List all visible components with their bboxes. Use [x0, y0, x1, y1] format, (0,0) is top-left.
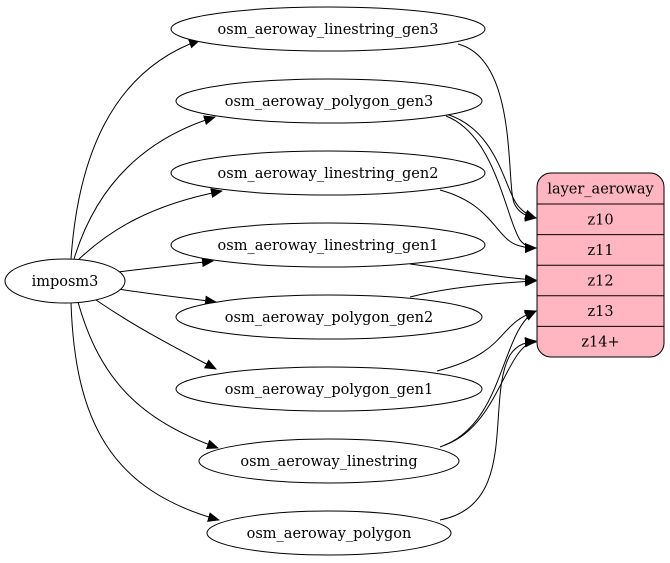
layer-record-title: layer_aeroway — [547, 182, 654, 198]
table-node-polygon_gen1: osm_aeroway_polygon_gen1 — [175, 366, 483, 412]
edge-imposm3-to-linestring — [77, 301, 219, 449]
edges-from-source — [70, 38, 223, 522]
table-node-ellipse — [206, 510, 452, 556]
edge-polygon_gen2-to-z12 — [409, 276, 537, 298]
edge-imposm3-to-polygon — [70, 302, 220, 522]
edge-linestring-to-z13 — [439, 310, 537, 448]
table-node-label: osm_aeroway_polygon_gen1 — [225, 382, 433, 398]
layer-zoom-z11: z11 — [587, 243, 613, 259]
table-node-polygon: osm_aeroway_polygon — [206, 510, 452, 556]
table-node-label: osm_aeroway_linestring_gen1 — [218, 238, 439, 254]
table-node-linestring: osm_aeroway_linestring — [198, 438, 460, 484]
edges-to-layer — [409, 43, 537, 521]
table-node-polygon_gen3: osm_aeroway_polygon_gen3 — [175, 78, 483, 124]
table-node-ellipse — [175, 366, 483, 412]
source-node-imposm3: imposm3 — [4, 258, 126, 304]
edge-polygon-to-z14plus — [439, 337, 537, 521]
table-node-ellipse — [170, 222, 486, 268]
table-node-ellipse — [170, 6, 486, 52]
edge-polygon_gen3-to-z10 — [445, 113, 537, 220]
layer-zoom-z12: z12 — [587, 274, 613, 290]
layer-zoom-z13: z13 — [587, 304, 613, 320]
table-node-label: osm_aeroway_polygon — [247, 526, 412, 542]
table-node-label: osm_aeroway_linestring — [240, 454, 417, 470]
edge-imposm3-to-linestring_gen1 — [117, 257, 214, 273]
source-node-ellipse — [4, 258, 126, 304]
table-node-polygon_gen2: osm_aeroway_polygon_gen2 — [175, 294, 483, 340]
edge-imposm3-to-polygon_gen2 — [117, 288, 217, 306]
table-node-label: osm_aeroway_linestring_gen3 — [218, 22, 439, 38]
edge-linestring_gen2-to-z11 — [439, 189, 537, 253]
edge-imposm3-to-polygon_gen1 — [95, 299, 217, 370]
edge-imposm3-to-linestring_gen3 — [70, 38, 201, 260]
table-node-linestring_gen3: osm_aeroway_linestring_gen3 — [170, 6, 486, 52]
table-node-ellipse — [175, 294, 483, 340]
layer-zoom-z10: z10 — [587, 212, 613, 228]
layer-zoom-z14plus: z14+ — [581, 335, 619, 351]
table-node-ellipse — [175, 78, 483, 124]
edge-linestring_gen3-to-z10 — [457, 43, 537, 222]
edge-linestring_gen1-to-z12 — [409, 263, 537, 285]
edge-imposm3-to-linestring_gen2 — [77, 188, 223, 261]
table-node-label: osm_aeroway_polygon_gen3 — [225, 94, 433, 110]
table-node-linestring_gen2: osm_aeroway_linestring_gen2 — [170, 150, 486, 196]
table-node-linestring_gen1: osm_aeroway_linestring_gen1 — [170, 222, 486, 268]
table-node-label: osm_aeroway_linestring_gen2 — [218, 166, 439, 182]
table-node-ellipse — [198, 438, 460, 484]
layer-aeroway-record: layer_aeroway z10 z11 z12 z13 z14+ — [536, 172, 665, 358]
edge-imposm3-to-polygon_gen3 — [73, 115, 216, 260]
source-node-label: imposm3 — [32, 274, 99, 290]
table-node-label: osm_aeroway_polygon_gen2 — [225, 310, 433, 326]
table-node-ellipse — [170, 150, 486, 196]
table-nodes: osm_aeroway_linestring_gen3 osm_aeroway_p… — [170, 6, 486, 556]
